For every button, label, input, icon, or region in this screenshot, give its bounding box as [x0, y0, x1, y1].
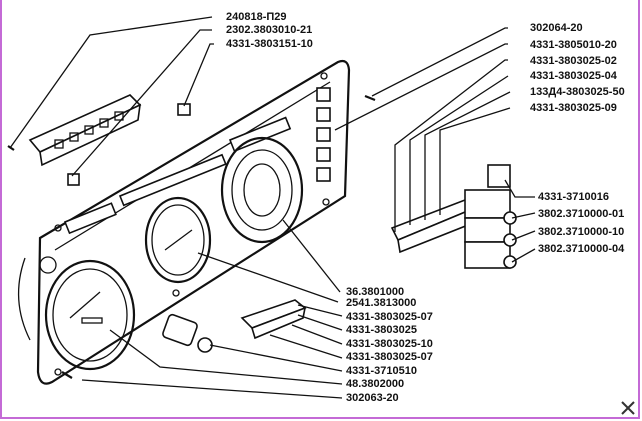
labels-top-right: 302064-20 4331-3805010-20 4331-3803025-0…: [530, 22, 625, 114]
watermark-icon: [621, 401, 635, 415]
part-label: 4331-3710510: [346, 365, 417, 377]
part-label: 4331-3805010-20: [530, 39, 617, 51]
part-label: 3802.3710000-04: [538, 243, 625, 255]
part-label: 36.3801000: [346, 286, 404, 298]
part-label: 302064-20: [530, 22, 583, 34]
screw: [7, 145, 15, 151]
part-label: 3802.3710000-10: [538, 226, 624, 238]
speedometer: [44, 259, 136, 371]
panel-hole: [39, 256, 57, 274]
screw: [364, 94, 376, 102]
warning-lamp-strip: [63, 116, 292, 235]
labels-right-block: 4331-3710016 3802.3710000-01 3802.371000…: [538, 191, 625, 255]
part-label: 4331-3803151-10: [226, 38, 313, 50]
part-label: 2541.3813000: [346, 297, 416, 309]
switch-row-right: [390, 198, 472, 254]
part-label: 2302.3803010-21: [226, 24, 312, 36]
lamp-cap: [177, 103, 191, 116]
part-label: 133Д4-3803025-50: [530, 86, 625, 98]
part-label: 3802.3710000-01: [538, 208, 624, 220]
leader-lines: [9, 16, 536, 399]
tachometer: [220, 136, 304, 244]
combination-gauge: [144, 196, 212, 284]
part-label: 4331-3803025-07: [346, 311, 433, 323]
switch-cluster-lower: [240, 299, 307, 340]
part-label: 48.3802000: [346, 378, 404, 390]
part-label: 4331-3803025-09: [530, 102, 617, 114]
lamp-socket: [67, 173, 80, 186]
part-label: 4331-3803025-02: [530, 55, 617, 67]
part-label: 4331-3803025-10: [346, 338, 433, 350]
labels-top-left: 240818-П29 2302.3803010-21 4331-3803151-…: [226, 11, 313, 50]
part-label: 4331-3803025-07: [346, 351, 433, 363]
part-label: 240818-П29: [226, 11, 287, 23]
panel-switch-slots: [316, 87, 331, 182]
lamp-block: [28, 94, 142, 167]
part-label: 4331-3710016: [538, 191, 609, 203]
cigarette-lighter: [162, 313, 213, 353]
labels-bottom: 36.3801000 2541.3813000 4331-3803025-07 …: [346, 286, 433, 404]
screw: [61, 371, 73, 379]
part-label: 4331-3803025-04: [530, 70, 618, 82]
part-label: 4331-3803025: [346, 324, 417, 336]
relay-block: [464, 164, 517, 269]
cable: [17, 257, 31, 341]
part-label: 302063-20: [346, 392, 399, 404]
